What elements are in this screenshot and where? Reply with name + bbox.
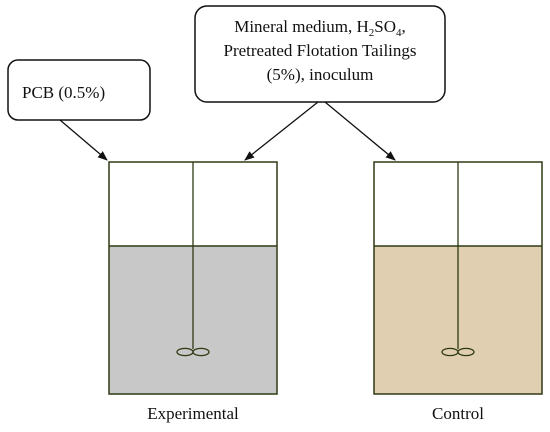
medium-to-control-arrow: [324, 101, 396, 161]
control-label: Control: [432, 404, 484, 423]
impeller-icon: [441, 347, 475, 357]
medium-callout-line3: (5%), inoculum: [267, 65, 374, 84]
medium-callout-line1: Mineral medium, H2SO4,: [234, 17, 406, 39]
pcb-callout: PCB (0.5%): [7, 59, 151, 121]
medium-callout-box: [194, 5, 446, 103]
pcb-callout-box: [7, 59, 151, 121]
medium-line1-sub2: 4: [396, 27, 402, 39]
medium-to-experimental-arrow: [244, 101, 319, 161]
medium-line1-suffix: ,: [402, 17, 406, 36]
impeller-icon: [176, 347, 210, 357]
medium-callout-line2: Pretreated Flotation Tailings: [223, 41, 416, 60]
medium-line1-mid: SO: [374, 17, 396, 36]
experimental-label: Experimental: [147, 404, 239, 423]
experimental-reactor: [108, 161, 278, 395]
control-reactor: [373, 161, 543, 395]
medium-line1-prefix: Mineral medium, H: [234, 17, 369, 36]
pcb-callout-text: PCB (0.5%): [22, 83, 105, 102]
pcb-to-experimental-arrow: [59, 119, 108, 161]
medium-callout: Mineral medium, H2SO4, Pretreated Flotat…: [194, 5, 446, 103]
medium-line1-sub1: 2: [369, 27, 375, 39]
